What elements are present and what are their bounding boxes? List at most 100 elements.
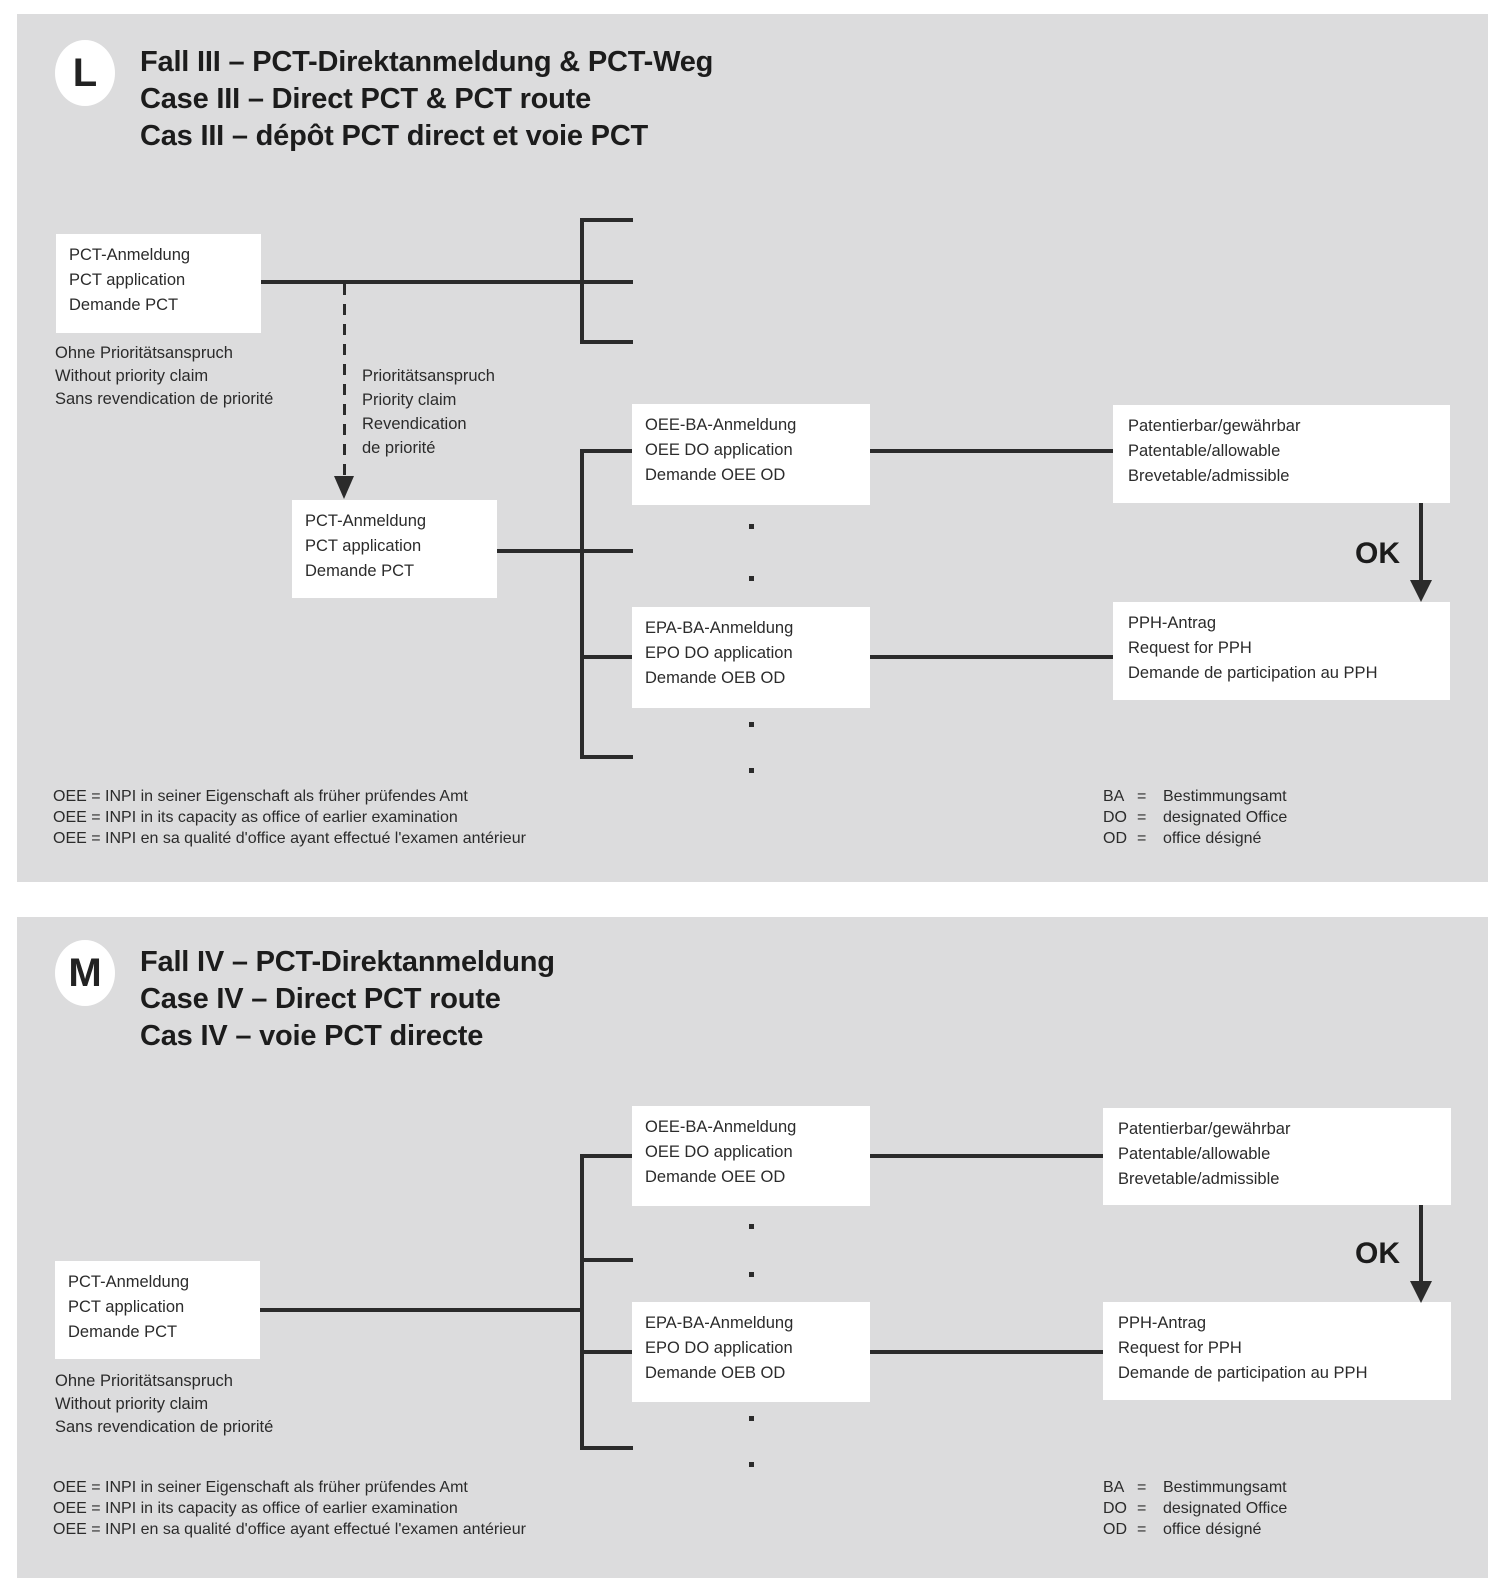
text-line: PCT application [69,271,186,289]
priority-arrow-line [343,284,346,476]
text-line: Cas IV – voie PCT directe [140,1020,484,1052]
connector-epo-to-pph [870,655,1113,659]
text-line: Demande de participation au PPH [1118,1364,1368,1382]
connector-epo-to-pph [870,1350,1103,1354]
text-line: Brevetable/admissible [1128,467,1290,485]
bracket-line [580,1154,584,1450]
text-line: OEE = INPI in its capacity as office of … [53,809,458,826]
text-line: PPH-Antrag [1118,1314,1207,1332]
oee-footnotes: OEE = INPI in seiner Eigenschaft als frü… [53,786,526,849]
abbrev-definition: office désigné [1163,830,1262,847]
text-line: Ohne Prioritätsanspruch [55,1372,233,1390]
top-bracket-prong [580,218,633,222]
text-line: OEE-BA-Anmeldung [645,416,797,434]
ok-arrow-line [1419,1205,1423,1283]
ok-label: OK [1355,537,1400,570]
abbrev: DO [1103,809,1127,826]
abbrev: BA [1103,1479,1125,1496]
text-line: OEE = INPI in seiner Eigenschaft als frü… [53,1479,468,1496]
text-line: OEE = INPI en sa qualité d'office ayant … [53,830,526,847]
equals-sign: = [1137,1479,1147,1496]
equals-sign: = [1137,830,1147,847]
abbrev-definition: Bestimmungsamt [1163,788,1287,805]
connector-pct-to-bracket [261,280,633,284]
top-bracket-line [580,218,584,344]
badge-l: L [55,40,115,106]
ellipsis-dot [749,1272,754,1277]
text-line: OEE DO application [645,1143,793,1161]
text-line: Fall III – PCT-Direktanmeldung & PCT-Weg [140,46,714,78]
abbrev-definition: office désigné [1163,1521,1262,1538]
equals-sign: = [1137,1521,1147,1538]
ellipsis-dot [749,1462,754,1467]
ellipsis-dot [749,1224,754,1229]
text-line: PCT application [68,1298,185,1316]
lower-bracket-prong [580,755,633,759]
text-line: Priority claim [362,391,457,409]
text-line: Brevetable/admissible [1118,1170,1280,1188]
abbrev-definition: designated Office [1163,1500,1288,1517]
text-line: EPO DO application [645,1339,793,1357]
bracket-prong [580,1446,633,1450]
abbrev: DO [1103,1500,1127,1517]
text-line: Ohne Prioritätsanspruch [55,344,233,362]
text-line: Demande OEB OD [645,1364,786,1382]
text-line: Case III – Direct PCT & PCT route [140,83,592,115]
ok-arrow-head-icon [1410,580,1432,602]
text-line: de priorité [362,439,436,457]
text-line: Demande PCT [305,562,415,580]
connector-pct2-to-bracket [497,549,633,553]
text-line: PPH-Antrag [1128,614,1217,632]
text-line: Demande PCT [69,296,179,314]
text-line: Demande OEB OD [645,669,786,687]
panel-title: Fall III – PCT-Direktanmeldung & PCT-Weg… [140,44,713,155]
text-line: Demande PCT [68,1323,178,1341]
abbrev-footnotes: BA = Bestimmungsamt DO = designated Offi… [1103,1477,1287,1540]
abbrev: BA [1103,788,1125,805]
top-bracket-prong [580,340,633,344]
ellipsis-dot [749,768,754,773]
text-line: Demande OEE OD [645,1168,786,1186]
text-line: Fall IV – PCT-Direktanmeldung [140,946,555,978]
text-line: Sans revendication de priorité [55,1418,274,1436]
case-3-panel: L Fall III – PCT-Direktanmeldung & PCT-W… [17,14,1488,882]
text-line: Sans revendication de priorité [55,390,274,408]
ok-label: OK [1355,1237,1400,1270]
text-line: PCT application [305,537,422,555]
text-line: Without priority claim [55,367,209,385]
text-line: Case IV – Direct PCT route [140,983,501,1015]
connector-oee-to-patentable [870,1154,1103,1158]
equals-sign: = [1137,809,1147,826]
text-line: Patentable/allowable [1118,1145,1271,1163]
text-line: Demande de participation au PPH [1128,664,1378,682]
text-line: OEE DO application [645,441,793,459]
abbrev-footnotes: BA = Bestimmungsamt DO = designated Offi… [1103,786,1287,849]
text-line: EPA-BA-Anmeldung [645,1314,794,1332]
ok-arrow-head-icon [1410,1281,1432,1303]
bracket-prong [580,1258,633,1262]
abbrev-definition: Bestimmungsamt [1163,1479,1287,1496]
equals-sign: = [1137,788,1147,805]
text-line: Request for PPH [1118,1339,1242,1357]
ellipsis-dot [749,1416,754,1421]
badge-m: M [55,940,115,1006]
text-line: OEE-BA-Anmeldung [645,1118,797,1136]
ok-arrow-line [1419,503,1423,582]
text-line: PCT-Anmeldung [69,246,191,264]
text-line: Demande OEE OD [645,466,786,484]
priority-arrow-head-icon [334,476,354,499]
text-line: OEE = INPI in its capacity as office of … [53,1500,458,1517]
